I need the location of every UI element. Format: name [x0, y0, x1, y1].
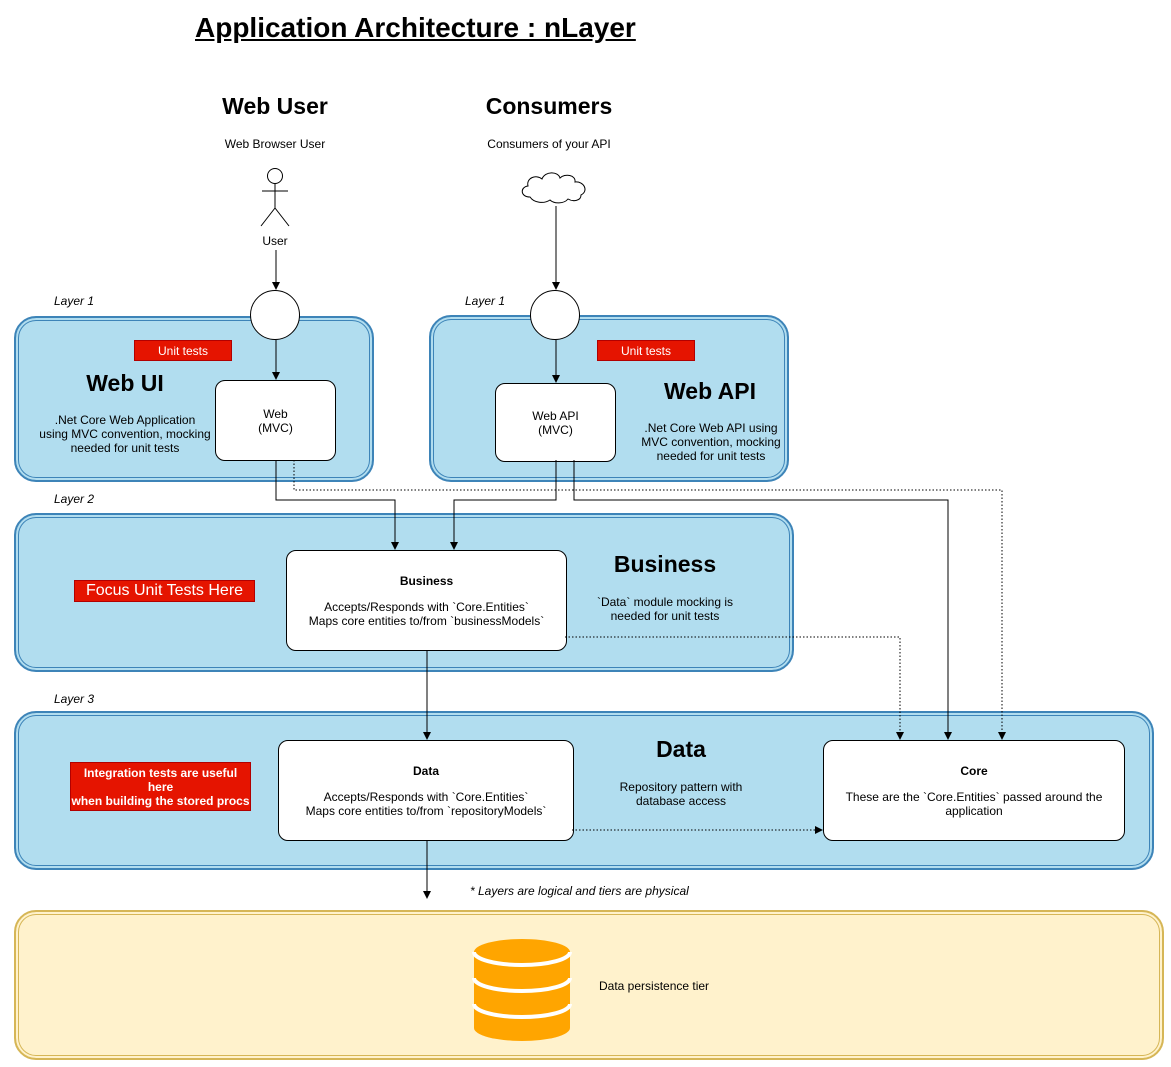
web-entry-point-circle: [250, 290, 300, 340]
layer2-label: Layer 2: [54, 492, 95, 506]
layer1-left-label: Layer 1: [54, 294, 95, 308]
layer1-right-label: Layer 1: [465, 294, 506, 308]
consumers-heading: Consumers: [485, 93, 613, 119]
page-title: Application Architecture : nLayer: [195, 12, 636, 43]
web-mvc-node[interactable]: Web (MVC): [215, 380, 336, 461]
consumers-subtitle: Consumers of your API: [487, 137, 611, 151]
business-node[interactable]: Business Accepts/Responds with `Core.Ent…: [286, 550, 567, 651]
persistence-label: Data persistence tier: [599, 979, 710, 993]
web-ui-title: Web UI: [86, 370, 164, 396]
integration-tests-tag: Integration tests are useful here when b…: [70, 762, 251, 811]
layer3-label: Layer 3: [54, 692, 95, 706]
cloud-icon: [521, 172, 586, 204]
web-api-description: .Net Core Web API using MVC convention, …: [641, 421, 781, 463]
api-entry-point-circle: [530, 290, 580, 340]
web-ui-description: .Net Core Web Application using MVC conv…: [39, 413, 211, 455]
web-ui-unit-tests-tag: Unit tests: [134, 340, 232, 361]
web-user-heading: Web User: [222, 93, 328, 119]
focus-unit-tests-tag: Focus Unit Tests Here: [74, 580, 255, 602]
database-icon: [472, 939, 572, 1041]
user-label: User: [245, 234, 305, 248]
footnote: * Layers are logical and tiers are physi…: [470, 884, 689, 898]
web-api-mvc-node[interactable]: Web API (MVC): [495, 383, 616, 462]
business-title: Business: [613, 551, 717, 577]
web-api-title: Web API: [663, 378, 756, 404]
business-description: `Data` module mocking is needed for unit…: [596, 595, 734, 623]
user-stick-figure-icon: [260, 168, 290, 227]
web-user-subtitle: Web Browser User: [224, 137, 326, 151]
persistence-tier: [14, 910, 1164, 1060]
data-title: Data: [656, 736, 706, 762]
data-description: Repository pattern with database access: [619, 780, 743, 808]
core-node[interactable]: Core These are the `Core.Entities` passe…: [823, 740, 1125, 841]
web-api-unit-tests-tag: Unit tests: [597, 340, 695, 361]
data-node[interactable]: Data Accepts/Responds with `Core.Entitie…: [278, 740, 574, 841]
